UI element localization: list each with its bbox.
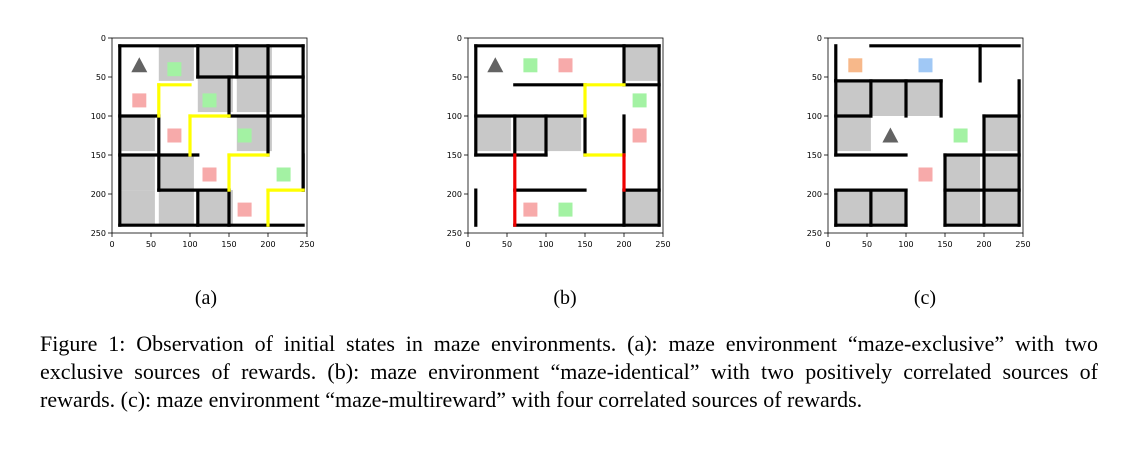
- blocked-cell: [514, 116, 550, 152]
- x-tick-label: 250: [655, 240, 670, 249]
- y-tick-label: 50: [452, 73, 462, 82]
- x-tick-label: 250: [1015, 240, 1030, 249]
- y-tick-label: 0: [457, 34, 462, 43]
- blocked-cell: [835, 80, 871, 116]
- blocked-cell: [835, 190, 871, 226]
- x-tick-label: 50: [502, 240, 512, 249]
- y-tick-label: 150: [91, 151, 106, 160]
- y-tick-label: 100: [807, 112, 822, 121]
- x-tick-label: 100: [898, 240, 913, 249]
- reward-square: [953, 128, 968, 143]
- x-tick-label: 100: [182, 240, 197, 249]
- panel-label-b: (b): [553, 287, 577, 309]
- blocked-cell: [119, 155, 155, 191]
- y-tick-label: 100: [91, 112, 106, 121]
- x-tick-label: 150: [221, 240, 236, 249]
- x-tick-label: 250: [299, 240, 314, 249]
- agent-triangle: [487, 57, 504, 73]
- y-tick-label: 150: [447, 151, 462, 160]
- blocked-cell: [197, 45, 233, 81]
- blocked-cell: [197, 190, 233, 226]
- reward-square: [918, 167, 933, 182]
- y-tick-label: 200: [807, 190, 822, 199]
- reward-square: [167, 128, 182, 143]
- blocked-cell: [158, 155, 194, 191]
- x-tick-label: 0: [825, 240, 830, 249]
- x-tick-label: 200: [976, 240, 991, 249]
- blocked-cell: [945, 155, 981, 191]
- blocked-cell: [475, 116, 511, 152]
- y-tick-label: 150: [807, 151, 822, 160]
- y-tick-label: 0: [101, 34, 106, 43]
- x-tick-label: 200: [260, 240, 275, 249]
- blocked-cell: [906, 80, 942, 116]
- reward-square: [523, 58, 538, 73]
- reward-square: [132, 93, 147, 108]
- y-tick-label: 200: [447, 190, 462, 199]
- blocked-cell: [945, 190, 981, 226]
- figure-caption: Figure 1: Observation of initial states …: [40, 331, 1098, 412]
- reward-square: [558, 58, 573, 73]
- blocked-cell: [624, 45, 660, 81]
- reward-square: [523, 202, 538, 217]
- reward-square: [202, 93, 217, 108]
- y-tick-label: 0: [817, 34, 822, 43]
- blocked-cell: [236, 45, 272, 81]
- reward-square: [848, 58, 863, 73]
- panel-label-a: (a): [194, 287, 218, 309]
- blocked-cell: [624, 190, 660, 226]
- x-tick-label: 50: [146, 240, 156, 249]
- reward-square: [918, 58, 933, 73]
- blocked-cell: [984, 116, 1020, 152]
- y-tick-label: 100: [447, 112, 462, 121]
- blocked-cell: [119, 190, 155, 226]
- blocked-cell: [236, 77, 272, 113]
- x-tick-label: 200: [616, 240, 631, 249]
- blocked-cell: [984, 190, 1020, 226]
- agent-triangle: [882, 127, 899, 143]
- reward-square: [237, 128, 252, 143]
- y-tick-label: 250: [447, 229, 462, 238]
- reward-square: [276, 167, 291, 182]
- x-tick-label: 0: [465, 240, 470, 249]
- blocked-cell: [119, 116, 155, 152]
- x-tick-label: 100: [538, 240, 553, 249]
- reward-square: [237, 202, 252, 217]
- reward-square: [167, 62, 182, 77]
- blocked-cell: [835, 116, 871, 152]
- panel-label-c: (c): [913, 287, 937, 309]
- reward-square: [202, 167, 217, 182]
- y-tick-label: 50: [96, 73, 106, 82]
- blocked-cell: [870, 80, 906, 116]
- x-tick-label: 50: [862, 240, 872, 249]
- reward-square: [558, 202, 573, 217]
- x-tick-label: 0: [109, 240, 114, 249]
- x-tick-label: 150: [577, 240, 592, 249]
- blocked-cell: [870, 190, 906, 226]
- reward-square: [632, 93, 647, 108]
- blocked-cell: [984, 155, 1020, 191]
- x-tick-label: 150: [937, 240, 952, 249]
- y-tick-label: 250: [91, 229, 106, 238]
- y-tick-label: 250: [807, 229, 822, 238]
- blocked-cell: [158, 190, 194, 226]
- agent-triangle: [131, 57, 148, 73]
- reward-square: [632, 128, 647, 143]
- blocked-cell: [546, 116, 582, 152]
- y-tick-label: 50: [812, 73, 822, 82]
- y-tick-label: 200: [91, 190, 106, 199]
